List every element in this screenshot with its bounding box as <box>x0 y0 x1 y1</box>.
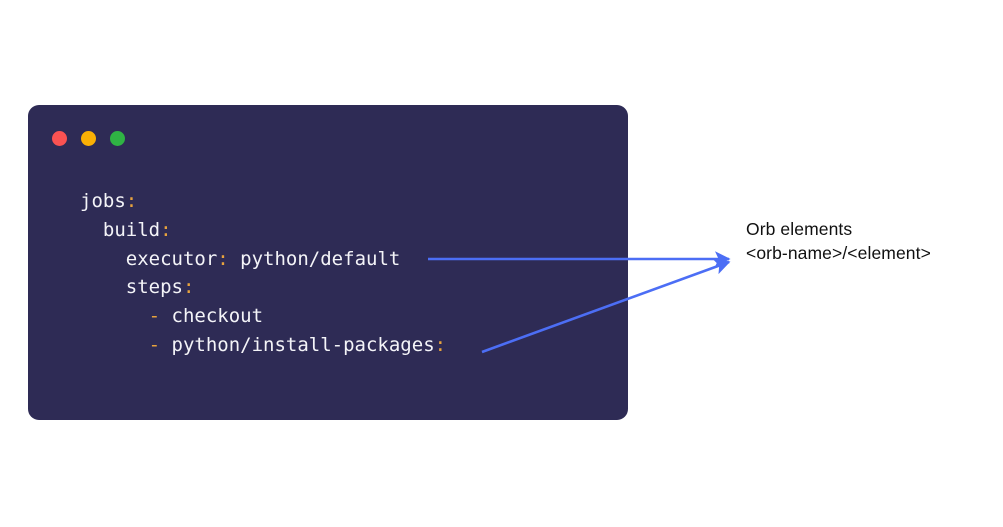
code-token-dash: - <box>148 333 161 356</box>
code-token-key: jobs <box>80 190 126 212</box>
code-token-pun: : <box>217 247 229 270</box>
code-token-pun: : <box>160 218 172 241</box>
code-line: executor: python/default <box>80 245 446 274</box>
code-line: - python/install-packages: <box>80 331 446 360</box>
code-token-val: python/install-packages <box>160 333 435 356</box>
maximize-button-icon[interactable] <box>110 131 125 146</box>
annotation-line-1: Orb elements <box>746 219 853 239</box>
code-line: - checkout <box>80 302 446 331</box>
code-token-key: steps <box>125 276 183 299</box>
annotation-line-2: <orb-name>/<element> <box>746 243 931 263</box>
code-line: build: <box>80 216 446 245</box>
code-token-key: executor <box>125 247 218 270</box>
code-token-pun: : <box>125 190 138 212</box>
code-window: jobs: build: executor: python/default st… <box>28 105 628 420</box>
yaml-code-block: jobs: build: executor: python/default st… <box>80 187 446 360</box>
code-line: jobs: <box>80 187 446 216</box>
code-token-pun: : <box>182 276 195 299</box>
minimize-button-icon[interactable] <box>81 131 96 146</box>
close-button-icon[interactable] <box>52 131 67 146</box>
code-token-dash: - <box>148 305 161 328</box>
code-token-key: build <box>102 218 161 241</box>
window-titlebar <box>52 131 125 146</box>
code-line: steps: <box>80 273 446 302</box>
annotation-label: Orb elements <orb-name>/<element> <box>746 217 996 265</box>
code-token-pun: : <box>434 333 447 356</box>
code-token-val: python/default <box>228 247 401 270</box>
code-token-val: checkout <box>160 305 264 328</box>
